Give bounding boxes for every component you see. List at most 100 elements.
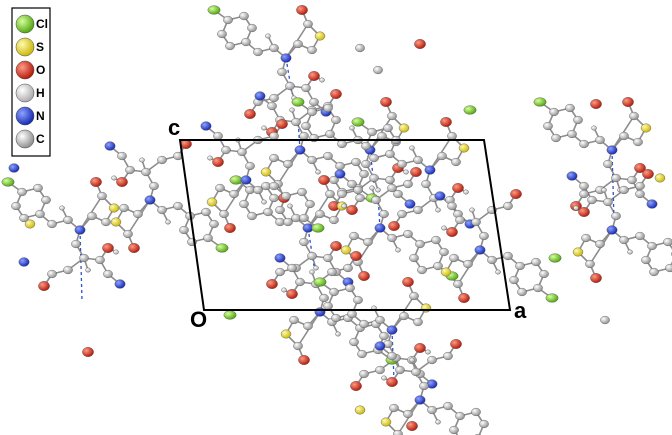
atom-h — [463, 189, 469, 195]
atom-c — [471, 217, 481, 227]
atom-s — [314, 31, 326, 41]
atom-o — [450, 339, 462, 349]
atom-c — [299, 237, 309, 247]
atom-o — [358, 271, 370, 281]
atom-o — [380, 97, 392, 107]
atom-h — [261, 125, 267, 131]
atom-c — [87, 211, 97, 221]
atom-c — [223, 15, 233, 25]
atom-o — [578, 207, 590, 217]
atom-c — [573, 115, 583, 125]
atom-h — [369, 185, 375, 191]
atom-c — [141, 167, 151, 177]
atom-o — [510, 189, 522, 199]
atom-c — [35, 209, 45, 219]
atom-c — [393, 429, 403, 435]
atom-cl — [1, 177, 15, 187]
atom-h — [309, 269, 315, 275]
atom-h — [425, 349, 431, 355]
atom-c — [409, 253, 419, 263]
atom-c — [433, 261, 443, 271]
atom-cl — [215, 243, 229, 253]
atom-c — [253, 47, 263, 57]
atom-o — [90, 177, 102, 187]
atom-h — [349, 125, 355, 131]
atom-s — [260, 167, 272, 177]
atom-c — [351, 157, 361, 167]
atom-c — [367, 127, 377, 137]
atom-n — [74, 225, 86, 235]
axis-label-c: c — [168, 115, 180, 140]
atom-o — [634, 163, 646, 173]
hydrogen-bond — [79, 229, 83, 301]
atom-c — [285, 81, 295, 91]
atom-c — [247, 211, 257, 221]
atom-c — [515, 261, 525, 271]
atom-n — [240, 175, 252, 185]
atom-c — [315, 209, 325, 219]
atom-n — [374, 223, 386, 233]
atom-c — [455, 411, 465, 421]
atom-c — [417, 265, 427, 275]
atom-c — [215, 183, 225, 193]
atom-c — [323, 301, 333, 311]
atom-n — [274, 253, 286, 263]
atom-c — [595, 135, 605, 145]
atom-c — [203, 233, 213, 243]
atom-c — [587, 195, 597, 205]
atom-c — [97, 191, 107, 201]
atom-h — [287, 203, 293, 209]
atom-c — [309, 97, 319, 107]
atom-c — [245, 161, 255, 171]
atom-c — [353, 295, 363, 305]
atom-c — [337, 139, 347, 149]
atom-c — [579, 181, 589, 191]
hydrogen-bond — [307, 227, 315, 267]
atom-c — [303, 19, 313, 29]
atom-c — [539, 269, 549, 279]
atom-o — [298, 355, 310, 365]
atom-c — [269, 43, 279, 53]
atom-h — [113, 249, 119, 255]
legend-label-c: C — [36, 132, 45, 146]
atom-n — [114, 279, 126, 289]
atom-c — [329, 215, 339, 225]
atom-c — [11, 201, 21, 211]
atom-c — [359, 369, 369, 379]
atom-c — [487, 255, 497, 265]
atom-cl — [223, 310, 237, 320]
legend-swatch-n — [15, 106, 35, 126]
atom-c — [347, 309, 357, 319]
atom-c — [301, 121, 311, 131]
atom-c — [503, 201, 513, 211]
atom-cl — [351, 117, 365, 127]
atom-c — [579, 139, 589, 149]
legend-swatch-cl — [15, 14, 35, 34]
atom-c — [385, 175, 395, 185]
atom-o — [406, 421, 418, 431]
atom-c — [119, 203, 129, 213]
atom-o — [330, 89, 342, 99]
atom-o — [296, 5, 308, 15]
atom-c — [241, 37, 251, 47]
atom-c — [375, 315, 385, 325]
legend-swatch-h — [15, 83, 35, 103]
atom-c — [299, 213, 309, 223]
atom-c — [663, 237, 672, 247]
atom-c — [349, 337, 359, 347]
atom-c — [355, 43, 365, 53]
atom-c — [269, 181, 279, 191]
atom-c — [33, 183, 43, 193]
atom-o — [102, 243, 114, 253]
atom-n — [200, 121, 212, 131]
atom-c — [635, 181, 645, 191]
atom-c — [647, 241, 657, 251]
atom-n — [646, 199, 658, 209]
atom-c — [413, 155, 423, 165]
legend-label-h: H — [36, 86, 45, 100]
atom-c — [509, 275, 519, 285]
atom-n — [606, 225, 618, 235]
atom-c — [103, 269, 113, 279]
atom-c — [71, 239, 81, 249]
